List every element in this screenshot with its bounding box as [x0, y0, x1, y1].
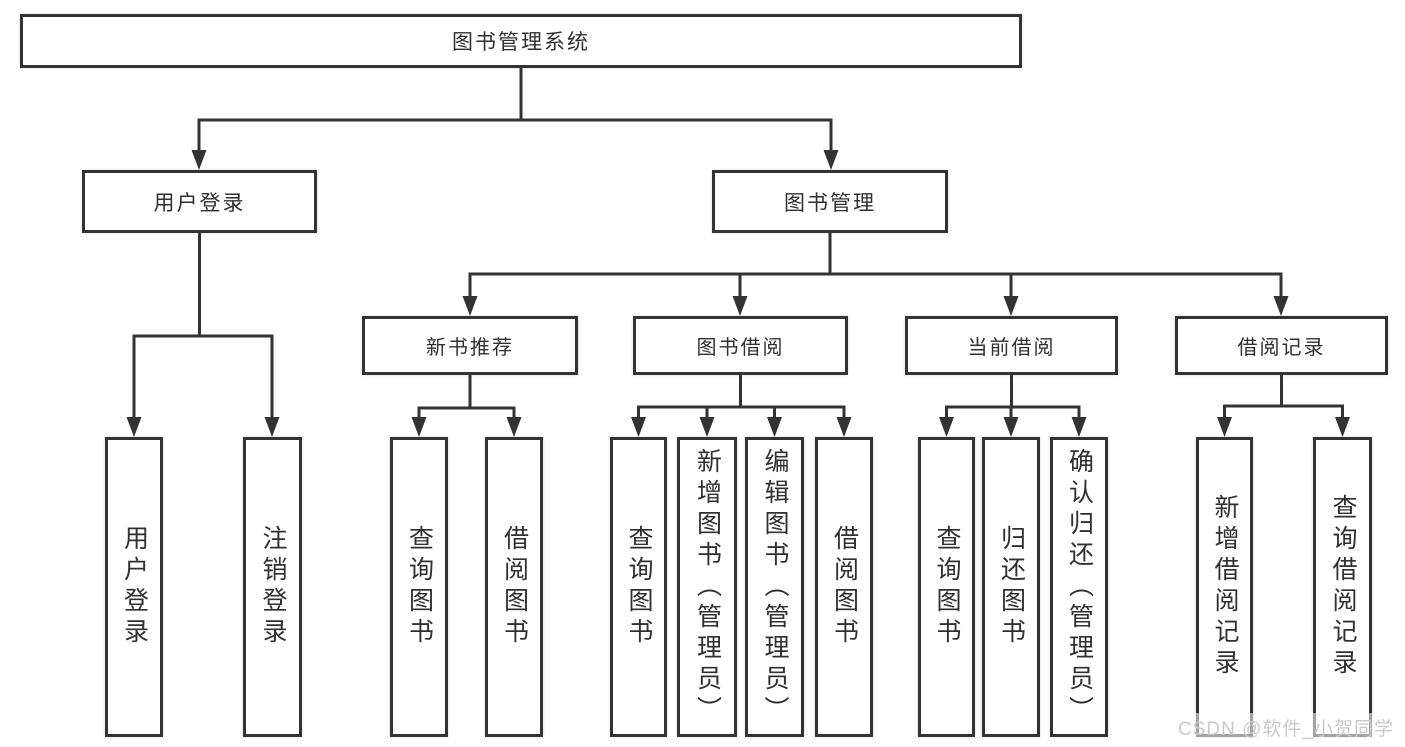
leaf-label: 新增借阅记录 — [1211, 494, 1239, 680]
leaf-label: 编辑图书（管理员） — [761, 447, 789, 727]
node-current-borrowing: 当前借阅 — [905, 316, 1118, 375]
node-label: 当前借阅 — [967, 337, 1056, 359]
node-label: 新书推荐 — [426, 337, 514, 359]
node-user-login-group: 用户登录 — [82, 170, 317, 233]
leaf-label: 借阅图书 — [500, 525, 529, 649]
csdn-watermark: CSDN @软件_小贺同学 — [1175, 713, 1397, 742]
node-book-borrowing: 图书借阅 — [633, 316, 848, 375]
leaf-label: 查询图书 — [933, 525, 961, 649]
leaf-label: 用户登录 — [120, 525, 149, 649]
leaf-label: 新增图书（管理员） — [693, 447, 722, 727]
leaf-user-login: 用户登录 — [105, 437, 163, 737]
leaf-label: 确认归还（管理员） — [1065, 447, 1094, 727]
node-new-book-recommend: 新书推荐 — [362, 316, 578, 375]
leaf-edit-books-admin: 编辑图书（管理员） — [745, 437, 804, 737]
node-label: 图书借阅 — [696, 337, 785, 359]
node-library-management-system: 图书管理系统 — [20, 14, 1022, 68]
leaf-query-books-borrowing: 查询图书 — [610, 437, 667, 737]
node-borrowing-records: 借阅记录 — [1175, 316, 1388, 375]
leaf-logout: 注销登录 — [243, 437, 302, 737]
leaf-borrow-books-recommend: 借阅图书 — [485, 437, 543, 737]
leaf-label: 查询借阅记录 — [1329, 494, 1357, 680]
leaf-add-books-admin: 新增图书（管理员） — [677, 437, 737, 737]
leaf-add-borrow-record: 新增借阅记录 — [1196, 437, 1253, 737]
leaf-label: 查询图书 — [405, 525, 434, 649]
leaf-borrow-books: 借阅图书 — [815, 437, 873, 737]
leaf-query-books-recommend: 查询图书 — [390, 437, 448, 737]
node-label: 图书管理系统 — [452, 31, 590, 54]
leaf-query-books-current: 查询图书 — [918, 437, 975, 737]
node-book-management: 图书管理 — [712, 170, 948, 233]
leaf-return-books: 归还图书 — [982, 437, 1040, 737]
node-label: 用户登录 — [153, 191, 246, 215]
node-label: 借阅记录 — [1237, 337, 1326, 359]
leaf-label: 借阅图书 — [830, 525, 859, 649]
leaf-query-borrow-record: 查询借阅记录 — [1313, 437, 1372, 737]
leaf-label: 归还图书 — [997, 525, 1026, 649]
node-label: 图书管理 — [784, 191, 876, 215]
leaf-confirm-return-admin: 确认归还（管理员） — [1050, 437, 1108, 737]
leaf-label: 注销登录 — [259, 525, 287, 649]
leaf-label: 查询图书 — [625, 525, 653, 649]
